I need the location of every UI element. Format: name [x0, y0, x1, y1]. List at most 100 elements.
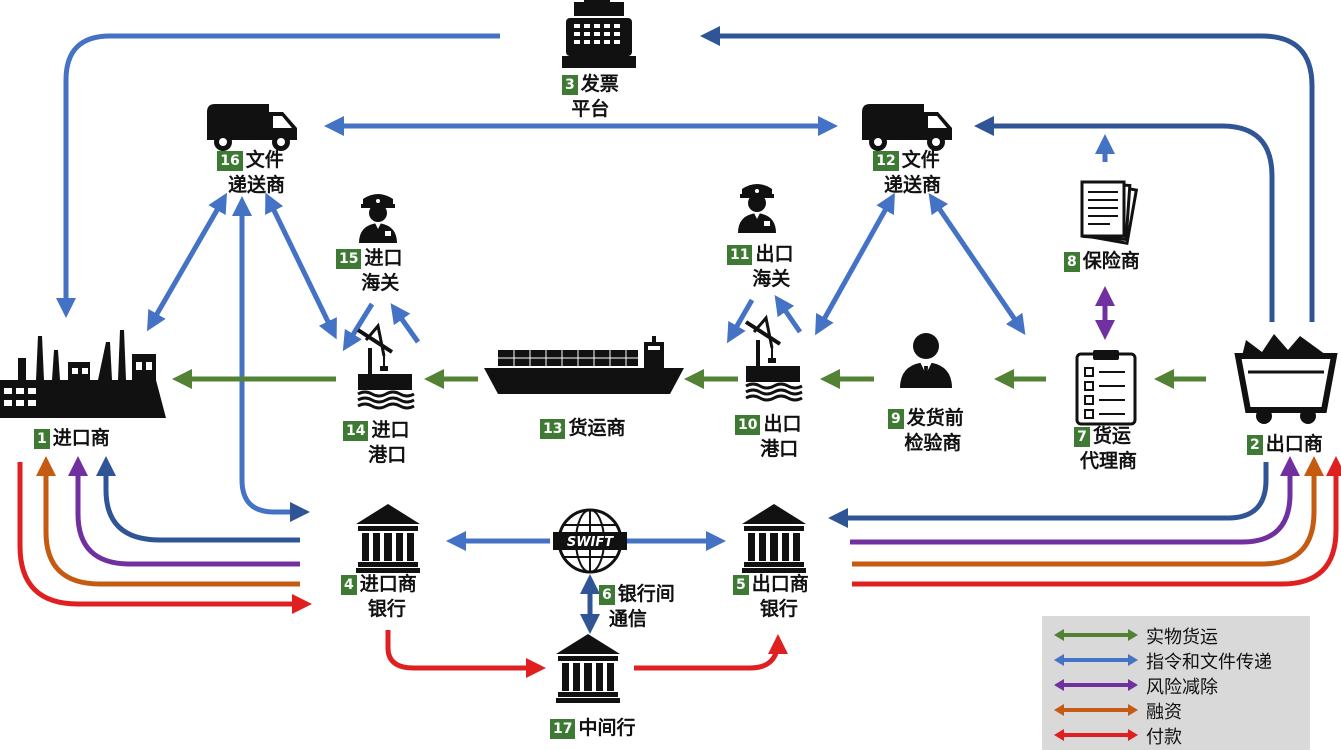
legend-item: 融资: [1042, 697, 1310, 723]
van-icon: [862, 104, 952, 151]
node-name: 进口: [371, 419, 410, 441]
node-name: 出口商: [1265, 433, 1323, 455]
node-name: 进口商: [359, 573, 417, 595]
node-name: 进口商: [52, 427, 110, 449]
arrow-payment-importer: [17, 462, 312, 614]
arrow-courier12-port10: [815, 192, 895, 336]
legend-label: 实物货运: [1146, 627, 1218, 648]
node-name: 文件: [245, 149, 284, 171]
legend-label: 指令和文件传递: [1146, 652, 1272, 673]
arrow-risk-importer: [68, 456, 300, 567]
arrow-risk-exporter: [850, 456, 1300, 545]
node-number: 7: [1074, 427, 1090, 447]
node-name: 银行间: [617, 583, 675, 605]
inspector-icon: [900, 333, 952, 388]
legend-double-arrow-icon: [1054, 679, 1138, 691]
legend-item: 指令和文件传递: [1042, 647, 1310, 673]
node-number: 15: [336, 249, 362, 269]
node-name-line2: 通信: [608, 608, 647, 630]
arrow-courier12-forwarder: [928, 193, 1026, 335]
node-name-line2: 检验商: [904, 432, 962, 454]
node-number: 13: [540, 419, 566, 439]
node-number: 9: [888, 409, 904, 429]
node-number: 14: [343, 421, 369, 441]
node-number: 4: [341, 575, 357, 595]
legend-double-arrow-icon: [1054, 729, 1138, 741]
legend-item: 付款: [1042, 722, 1310, 748]
legend-double-arrow-icon: [1054, 629, 1138, 641]
arrow-finance-exporter: [852, 456, 1324, 567]
node-number: 1: [34, 429, 50, 449]
node-name: 文件: [901, 149, 940, 171]
arrow-courier16-importport: [265, 192, 337, 340]
node-number: 10: [735, 415, 761, 435]
legend-label: 付款: [1146, 727, 1182, 748]
arrow-exporter-to-courier12: [974, 116, 1275, 322]
arrow-pay-correspondent-exporterbank: [634, 634, 788, 671]
node-name: 保险商: [1082, 250, 1140, 272]
bank-icon: [556, 634, 620, 703]
node-name-line2: 银行: [367, 598, 406, 620]
legend-double-arrow-icon: [1054, 704, 1138, 716]
customs-officer-icon: [738, 184, 776, 233]
documents-icon: [1080, 180, 1139, 245]
arrow-customs15-to-port14: [342, 302, 375, 352]
node-name-line2: 代理商: [1080, 450, 1138, 472]
arrow-finance-importer: [36, 456, 300, 587]
port-crane-icon: [744, 316, 804, 402]
node-name: 出口: [755, 243, 794, 265]
node-name-line2: 海关: [361, 272, 400, 294]
legend-item: 风险减除: [1042, 672, 1310, 698]
port-crane-icon: [356, 324, 416, 410]
node-name-line2: 海关: [752, 268, 791, 290]
van-icon: [207, 104, 297, 151]
node-name: 出口商: [751, 573, 809, 595]
node-name-line2: 港口: [760, 438, 799, 460]
node-name: 发票: [580, 73, 619, 95]
swift-globe-icon: SWIFT: [553, 508, 627, 574]
node-name-line2: 银行: [759, 598, 798, 620]
node-number: 8: [1064, 252, 1080, 272]
bank-icon: [356, 504, 420, 573]
arrow-payment-exporter: [852, 456, 1341, 587]
arrow-courier16-importer: [146, 192, 228, 332]
node-name-line2: 递送商: [884, 174, 942, 196]
swift-label: SWIFT: [567, 535, 614, 550]
legend-item: 实物货运: [1042, 622, 1310, 648]
arrow-exporter-to-platform: [700, 26, 1315, 322]
node-number: 16: [217, 151, 243, 171]
node-number: 3: [562, 75, 578, 95]
legend-label: 融资: [1146, 702, 1182, 723]
factory-icon: [0, 330, 166, 418]
arrow-layer: [17, 26, 1341, 678]
node-name-line2: 港口: [368, 444, 407, 466]
node-name: 货运商: [568, 417, 626, 439]
clipboard-icon: [1075, 350, 1137, 426]
node-number: 11: [727, 245, 753, 265]
mine-cart-icon: [1234, 334, 1338, 424]
node-name: 进口: [364, 247, 403, 269]
arrow-courier16-importerbank: [232, 196, 310, 522]
customs-officer-icon: [359, 194, 397, 243]
container-ship-icon: [484, 336, 684, 394]
arrow-pay-importerbank-correspondent: [385, 630, 546, 678]
cash-register-icon: [562, 0, 636, 68]
bank-icon: [742, 504, 806, 573]
